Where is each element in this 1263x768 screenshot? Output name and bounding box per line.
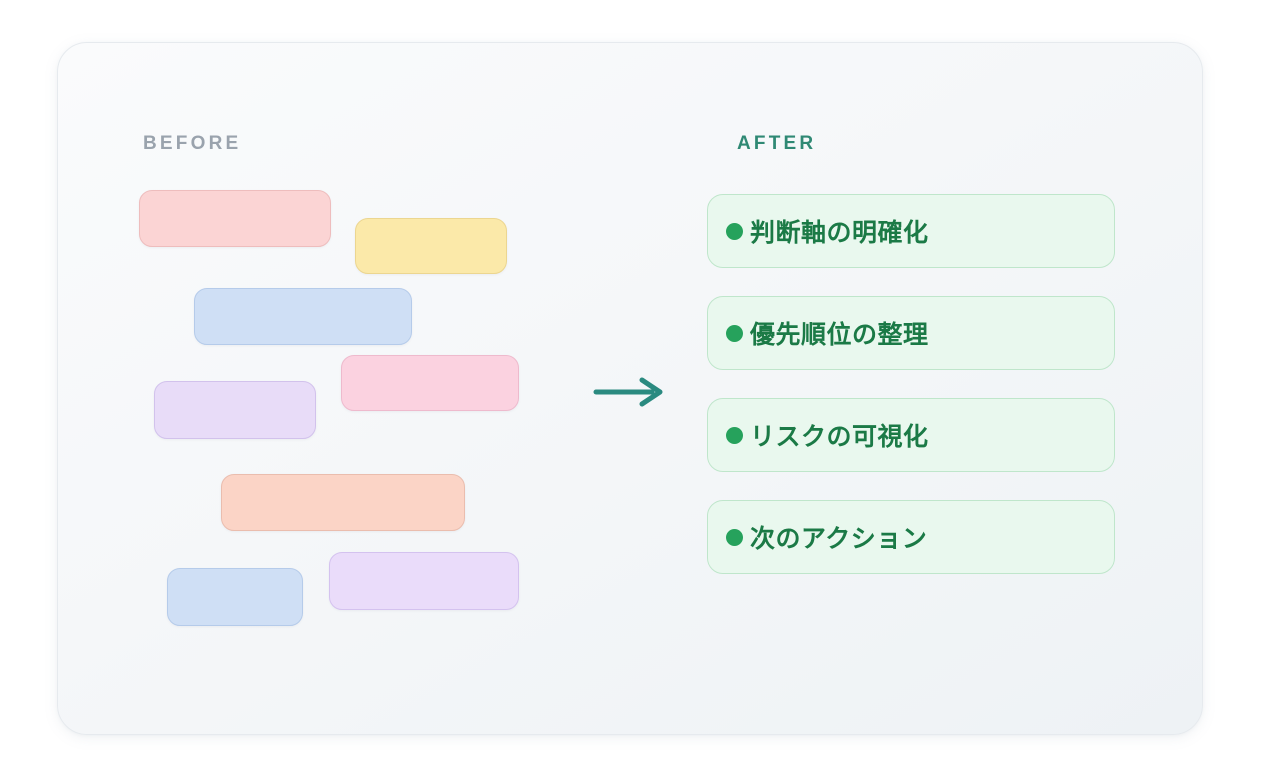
chaos-block-purple-2 <box>329 552 519 610</box>
chaos-block-blue-1 <box>194 288 412 345</box>
after-card-1[interactable]: 判断軸の明確化 <box>707 194 1115 268</box>
arrow-right-icon <box>593 377 663 407</box>
bullet-dot-icon <box>726 528 743 546</box>
before-column-heading: BEFORE <box>143 133 242 154</box>
bullet-dot-icon <box>726 426 743 444</box>
chaos-block-pink-2 <box>341 355 519 411</box>
bullet-dot-icon <box>726 324 743 342</box>
chaos-block-blue-2 <box>167 568 303 626</box>
transition-arrow <box>590 372 670 412</box>
after-card-label: 優先順位の整理 <box>750 321 929 349</box>
after-card-4[interactable]: 次のアクション <box>707 500 1115 574</box>
after-card-3[interactable]: リスクの可視化 <box>707 398 1115 472</box>
after-outcome-list: 判断軸の明確化優先順位の整理リスクの可視化次のアクション <box>707 194 1115 574</box>
after-column-heading: AFTER <box>737 133 817 154</box>
after-card-label: リスクの可視化 <box>750 423 929 451</box>
after-card-label: 次のアクション <box>750 525 928 553</box>
chaos-block-salmon-1 <box>221 474 465 531</box>
chaos-block-yellow-1 <box>355 218 507 274</box>
after-card-label: 判断軸の明確化 <box>750 219 929 247</box>
chaos-block-pink-1 <box>139 190 331 247</box>
bullet-dot-icon <box>726 222 743 240</box>
chaos-block-purple-1 <box>154 381 316 439</box>
after-card-2[interactable]: 優先順位の整理 <box>707 296 1115 370</box>
